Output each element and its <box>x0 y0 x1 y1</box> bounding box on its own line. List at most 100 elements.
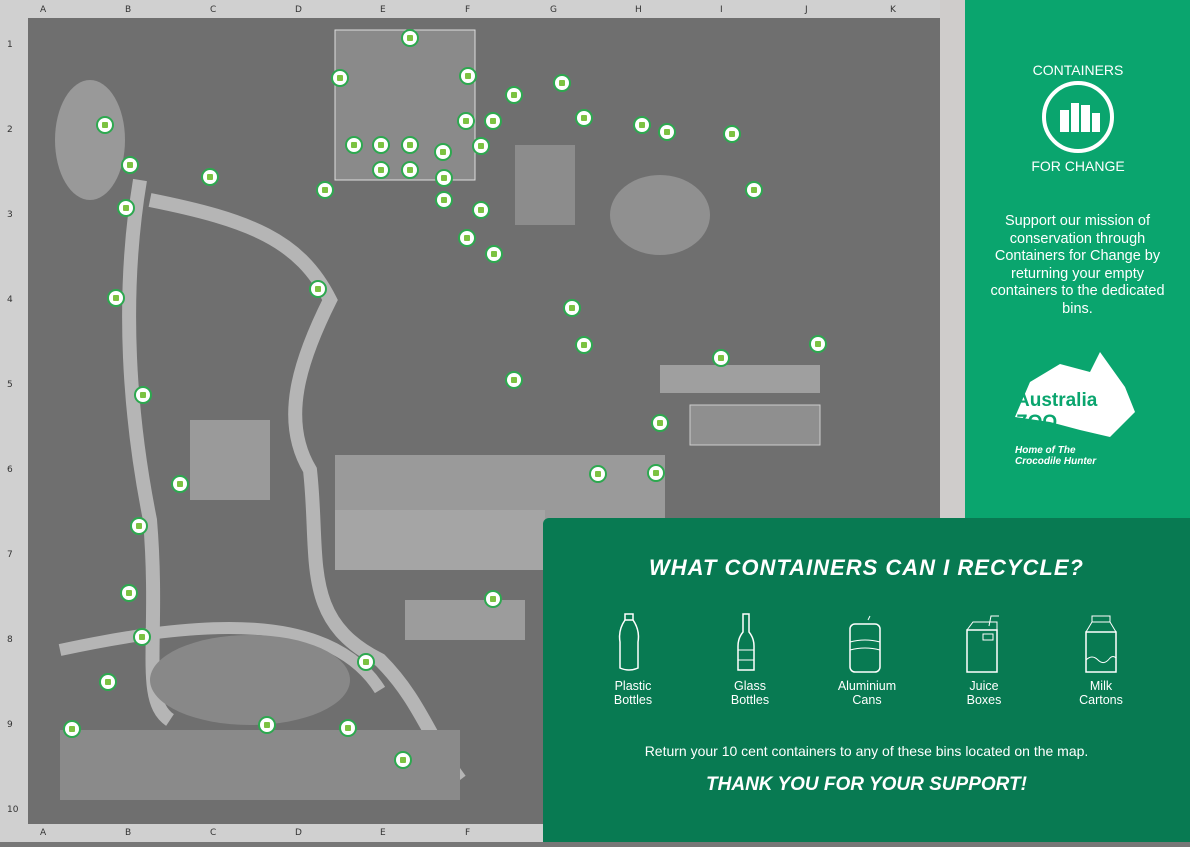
grid-column-label: C <box>210 828 217 838</box>
container-label: Cartons <box>1079 692 1123 707</box>
recycling-bin-marker[interactable] <box>459 67 477 85</box>
recycling-bin-marker[interactable] <box>96 116 114 134</box>
recycling-bin-marker[interactable] <box>372 136 390 154</box>
recycling-bin-marker[interactable] <box>553 74 571 92</box>
grid-row-label: 8 <box>7 635 13 645</box>
grid-column-label: H <box>635 5 642 15</box>
grid-column-label: A <box>40 828 47 838</box>
recycling-bin-marker[interactable] <box>809 335 827 353</box>
grid-row-label: 7 <box>7 550 13 560</box>
grid-column-label: D <box>295 828 302 838</box>
plastic-bottle-icon <box>618 613 640 671</box>
container-label: Milk <box>1089 679 1113 693</box>
recycling-bin-marker[interactable] <box>484 112 502 130</box>
recycling-bin-marker[interactable] <box>372 161 390 179</box>
recycling-bin-marker[interactable] <box>575 109 593 127</box>
recycling-bin-marker[interactable] <box>484 590 502 608</box>
thanks-text: THANK YOU FOR YOUR SUPPORT! <box>706 774 1027 795</box>
recycling-bin-marker[interactable] <box>647 464 665 482</box>
recycling-bin-marker[interactable] <box>331 69 349 87</box>
grid-column-label: C <box>210 5 217 15</box>
container-label: Bottles <box>613 692 653 707</box>
grid-column-label: K <box>890 5 896 15</box>
recycling-bin-marker[interactable] <box>563 299 581 317</box>
recycling-bin-marker[interactable] <box>134 386 152 404</box>
recycling-bin-marker[interactable] <box>505 86 523 104</box>
svg-text:FOR CHANGE: FOR CHANGE <box>1031 158 1124 174</box>
recycling-bin-marker[interactable] <box>394 751 412 769</box>
recycling-bin-marker[interactable] <box>258 716 276 734</box>
container-label: Cans <box>852 692 882 707</box>
grid-column-label: I <box>720 5 723 15</box>
recycling-bin-marker[interactable] <box>401 136 419 154</box>
container-label: Boxes <box>966 692 1002 707</box>
recycling-bin-marker[interactable] <box>401 29 419 47</box>
grid-row-label: 4 <box>7 295 13 305</box>
grid-column-label: B <box>125 828 132 838</box>
glass-bottle-icon <box>737 613 755 671</box>
recycling-bin-marker[interactable] <box>316 181 334 199</box>
recycling-bin-marker[interactable] <box>171 475 189 493</box>
support-text: Support our mission of conservation thro… <box>990 213 1165 317</box>
recycling-bin-marker[interactable] <box>345 136 363 154</box>
recycling-bin-marker[interactable] <box>435 169 453 187</box>
grid-column-label: E <box>380 828 386 838</box>
grid-row-label: 10 <box>7 805 19 815</box>
recycling-bin-marker[interactable] <box>201 168 219 186</box>
container-label: Juice <box>969 679 999 693</box>
return-text: Return your 10 cent containers to any of… <box>644 743 1089 759</box>
juice-box-icon <box>966 615 999 673</box>
container-label: Glass <box>734 679 766 693</box>
recycling-bin-marker[interactable] <box>133 628 151 646</box>
recycling-bin-marker[interactable] <box>117 199 135 217</box>
recycling-bin-marker[interactable] <box>357 653 375 671</box>
containers-for-change-logo: CONTAINERS FOR CHANGE <box>1031 62 1124 174</box>
recycling-bin-marker[interactable] <box>712 349 730 367</box>
container-label: Bottles <box>730 692 770 707</box>
recycling-bin-marker[interactable] <box>658 123 676 141</box>
recycling-bin-marker[interactable] <box>472 201 490 219</box>
recycling-bin-marker[interactable] <box>99 673 117 691</box>
recycling-bin-marker[interactable] <box>130 517 148 535</box>
recycling-bin-marker[interactable] <box>339 719 357 737</box>
grid-row-label: 1 <box>7 40 13 50</box>
recycling-bin-marker[interactable] <box>120 584 138 602</box>
grid-column-label: A <box>40 5 47 15</box>
grid-row-label: 2 <box>7 125 13 135</box>
recycling-bin-marker[interactable] <box>723 125 741 143</box>
recycling-bin-marker[interactable] <box>121 156 139 174</box>
recycling-bin-marker[interactable] <box>472 137 490 155</box>
grid-column-label: F <box>465 5 471 15</box>
recycling-bin-marker[interactable] <box>63 720 81 738</box>
recycling-bin-marker[interactable] <box>107 289 125 307</box>
recycling-bin-marker[interactable] <box>745 181 763 199</box>
sidebar-panel: CONTAINERS FOR CHANGE Support our missio… <box>965 0 1190 520</box>
recycling-bin-marker[interactable] <box>651 414 669 432</box>
milk-carton-icon <box>1085 615 1117 673</box>
recycling-bin-marker[interactable] <box>485 245 503 263</box>
can-icon <box>849 615 881 673</box>
recycling-bin-marker[interactable] <box>589 465 607 483</box>
recycling-bin-marker[interactable] <box>633 116 651 134</box>
grid-row-label: 3 <box>7 210 13 220</box>
recycling-bin-marker[interactable] <box>458 229 476 247</box>
container-label: Aluminium <box>837 679 897 693</box>
svg-text:CONTAINERS: CONTAINERS <box>1033 62 1124 78</box>
recycling-bin-marker[interactable] <box>309 280 327 298</box>
recycling-bin-marker[interactable] <box>505 371 523 389</box>
recycling-bin-marker[interactable] <box>401 161 419 179</box>
recycling-bin-marker[interactable] <box>457 112 475 130</box>
recycling-bin-marker[interactable] <box>434 143 452 161</box>
recycling-bin-marker[interactable] <box>435 191 453 209</box>
container-label: Plastic <box>614 679 652 693</box>
grid-row-label: 5 <box>7 380 13 390</box>
grid-column-label: E <box>380 5 386 15</box>
recycling-bin-marker[interactable] <box>575 336 593 354</box>
